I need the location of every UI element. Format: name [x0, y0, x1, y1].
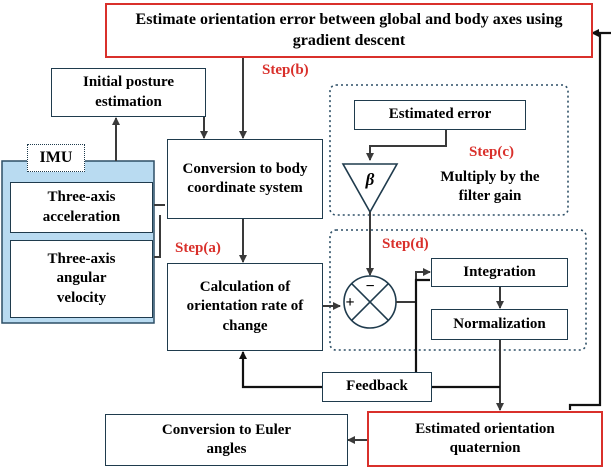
- angular-velocity-box: Three-axis angular velocity: [10, 240, 153, 318]
- step-a-label: Step(a): [175, 240, 221, 256]
- sum-junction: [343, 275, 397, 329]
- normalization-box: Normalization: [431, 309, 568, 340]
- quaternion-box: Estimated orientation quaternion: [367, 411, 603, 467]
- normalization-text: Normalization: [453, 315, 546, 332]
- initial-posture-box: Initial posture estimation: [51, 68, 206, 117]
- arrow-quaternion-to-top: [568, 31, 611, 410]
- calc-rate-box: Calculation of orientation rate of chang…: [167, 263, 323, 351]
- estimated-error-box: Estimated error: [354, 100, 526, 130]
- step-d-group: [329, 229, 587, 351]
- step-c-group: [329, 84, 569, 216]
- step-d-label: Step(d): [382, 236, 429, 252]
- quaternion-text: Estimated orientation quaternion: [415, 420, 555, 456]
- conversion-body-box: Conversion to body coordinate system: [167, 139, 323, 219]
- integration-text: Integration: [463, 263, 536, 280]
- step-c-label: Step(c): [469, 144, 514, 160]
- beta-symbol: β: [365, 170, 375, 189]
- step-b-label: Step(b): [262, 62, 309, 78]
- angular-velocity-text: Three-axis angular velocity: [47, 251, 116, 306]
- arrow-sum-to-integration: [396, 268, 431, 303]
- arrow-error-to-beta: [366, 130, 447, 161]
- euler-box: Conversion to Euler angles: [105, 414, 348, 466]
- gradient-descent-text: Estimate orientation error between globa…: [135, 11, 563, 49]
- conversion-body-text: Conversion to body coordinate system: [182, 160, 308, 196]
- gradient-descent-box: Estimate orientation error between globa…: [105, 3, 593, 58]
- minus-sign: −: [365, 278, 375, 295]
- feedback-box: Feedback: [322, 372, 432, 402]
- feedback-text: Feedback: [346, 378, 408, 395]
- arrow-feedback-to-integration: [414, 278, 430, 373]
- initial-posture-text: Initial posture estimation: [83, 74, 174, 110]
- beta-gain-triangle: [341, 163, 399, 214]
- arrow-feedback-to-calc: [239, 351, 322, 389]
- estimated-error-text: Estimated error: [388, 106, 492, 123]
- calc-rate-text: Calculation of orientation rate of chang…: [186, 279, 304, 334]
- imu-label-text: IMU: [39, 148, 73, 166]
- line-gyro-merge: [154, 215, 161, 258]
- euler-text: Conversion to Euler angles: [161, 421, 292, 457]
- acceleration-box: Three-axis acceleration: [10, 182, 153, 233]
- acceleration-text: Three-axis acceleration: [42, 189, 121, 225]
- imu-label-box: IMU: [27, 144, 85, 172]
- integration-box: Integration: [431, 258, 568, 287]
- multiply-gain-text: Multiply by the filter gain: [440, 169, 540, 205]
- plus-sign: +: [345, 294, 355, 311]
